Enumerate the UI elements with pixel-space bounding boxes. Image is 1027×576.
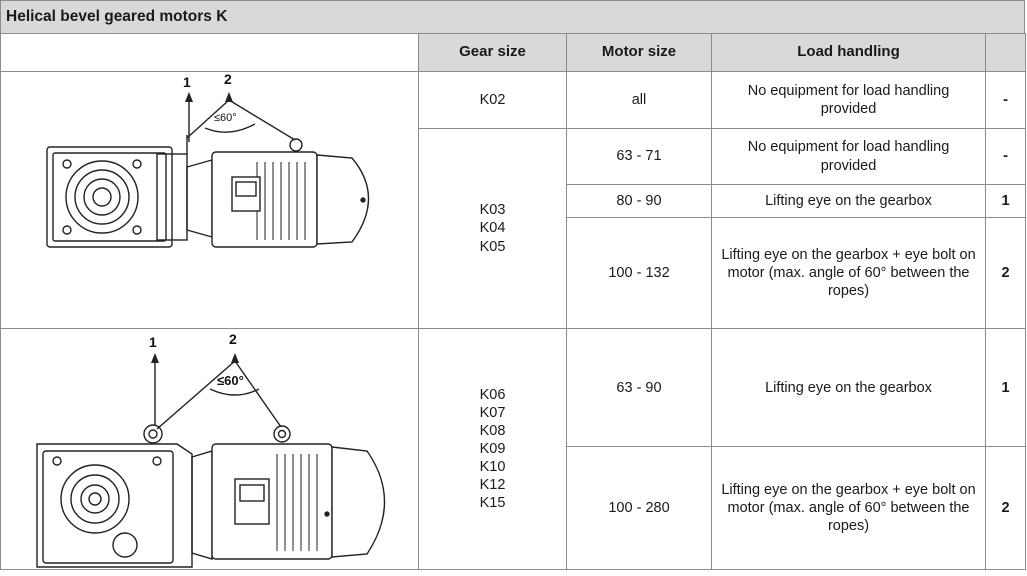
header-load-handling: Load handling xyxy=(711,33,986,72)
load-handling-cell: Lifting eye on the gearbox xyxy=(711,327,986,448)
gear-size-group-cell: K06 K07 K08 K09 K10 K12 K15 xyxy=(418,328,567,570)
gear-size-item: K06 xyxy=(479,386,506,403)
selection-cell: - xyxy=(985,128,1026,185)
gear-size-item: K08 xyxy=(479,422,506,439)
header-motor-size: Motor size xyxy=(566,33,712,72)
selection-cell: 1 xyxy=(985,327,1026,448)
load-handling-cell: Lifting eye on the gearbox + eye bolt on… xyxy=(711,446,986,570)
drawing-cell-top: 1 2 ≤60° xyxy=(0,71,419,329)
selection-cell: 1 xyxy=(985,184,1026,218)
load-handling-table: Gear size Motor size Load handling xyxy=(0,33,1026,570)
angle-label: ≤60° xyxy=(217,373,244,388)
callout-2-label: 2 xyxy=(229,331,237,347)
gear-size-item: K12 xyxy=(479,477,506,494)
callout-1-label: 1 xyxy=(183,74,191,90)
motor-size-cell: all xyxy=(566,71,712,129)
table-title: Helical bevel geared motors K xyxy=(0,0,1025,34)
motor-size-cell: 80 - 90 xyxy=(566,184,712,218)
load-handling-cell: No equipment for load handling provided xyxy=(711,128,986,185)
load-handling-cell: Lifting eye on the gearbox + eye bolt on… xyxy=(711,217,986,329)
motor-size-cell: 100 - 132 xyxy=(566,217,712,329)
table-row: 1 2 ≤60° K06 K07 K08 K09 K10 K12 K15 63 … xyxy=(0,327,1026,570)
callout-2-label: 2 xyxy=(224,72,232,87)
header-gear-size: Gear size xyxy=(418,33,567,72)
selection-cell: 2 xyxy=(985,446,1026,570)
gear-size-item: K10 xyxy=(479,459,506,476)
gear-size-item: K09 xyxy=(479,440,506,457)
load-handling-cell: No equipment for load handling provided xyxy=(711,71,986,129)
table-row: 1 2 ≤60° K02 all No equipment for load h… xyxy=(0,71,1026,329)
geared-motor-drawing-top: 1 2 ≤60° xyxy=(46,72,370,248)
gear-size-group-cell: K03 K04 K05 xyxy=(418,128,567,329)
gear-size-item: K03 xyxy=(479,202,506,219)
gear-size-item: K07 xyxy=(479,404,506,421)
gear-size-item: K15 xyxy=(479,495,506,512)
geared-motor-drawing-bottom: 1 2 ≤60° xyxy=(36,331,386,568)
drawing-cell-bottom: 1 2 ≤60° xyxy=(0,328,419,570)
gear-size-item: K04 xyxy=(479,220,506,237)
table-row: K03 K04 K05 63 - 71 No equipment for loa… xyxy=(1,128,1026,329)
table-row: 100 - 132 Lifting eye on the gearbox + e… xyxy=(1,217,1026,329)
gear-size-cell: K02 xyxy=(418,71,567,129)
header-selection xyxy=(985,33,1026,72)
load-handling-cell: Lifting eye on the gearbox xyxy=(711,184,986,218)
table-row: 80 - 90 Lifting eye on the gearbox 1 xyxy=(1,184,1026,218)
table-row: 100 - 280 Lifting eye on the gearbox + e… xyxy=(1,446,1026,570)
motor-size-cell: 100 - 280 xyxy=(566,446,712,570)
selection-cell: - xyxy=(985,71,1026,129)
gear-size-item: K05 xyxy=(479,238,506,255)
selection-cell: 2 xyxy=(985,217,1026,329)
header-drawing xyxy=(0,33,419,72)
callout-1-label: 1 xyxy=(149,334,157,350)
motor-size-cell: 63 - 71 xyxy=(566,128,712,185)
angle-label: ≤60° xyxy=(214,112,237,124)
motor-size-cell: 63 - 90 xyxy=(566,327,712,448)
header-row: Gear size Motor size Load handling xyxy=(0,33,1026,72)
